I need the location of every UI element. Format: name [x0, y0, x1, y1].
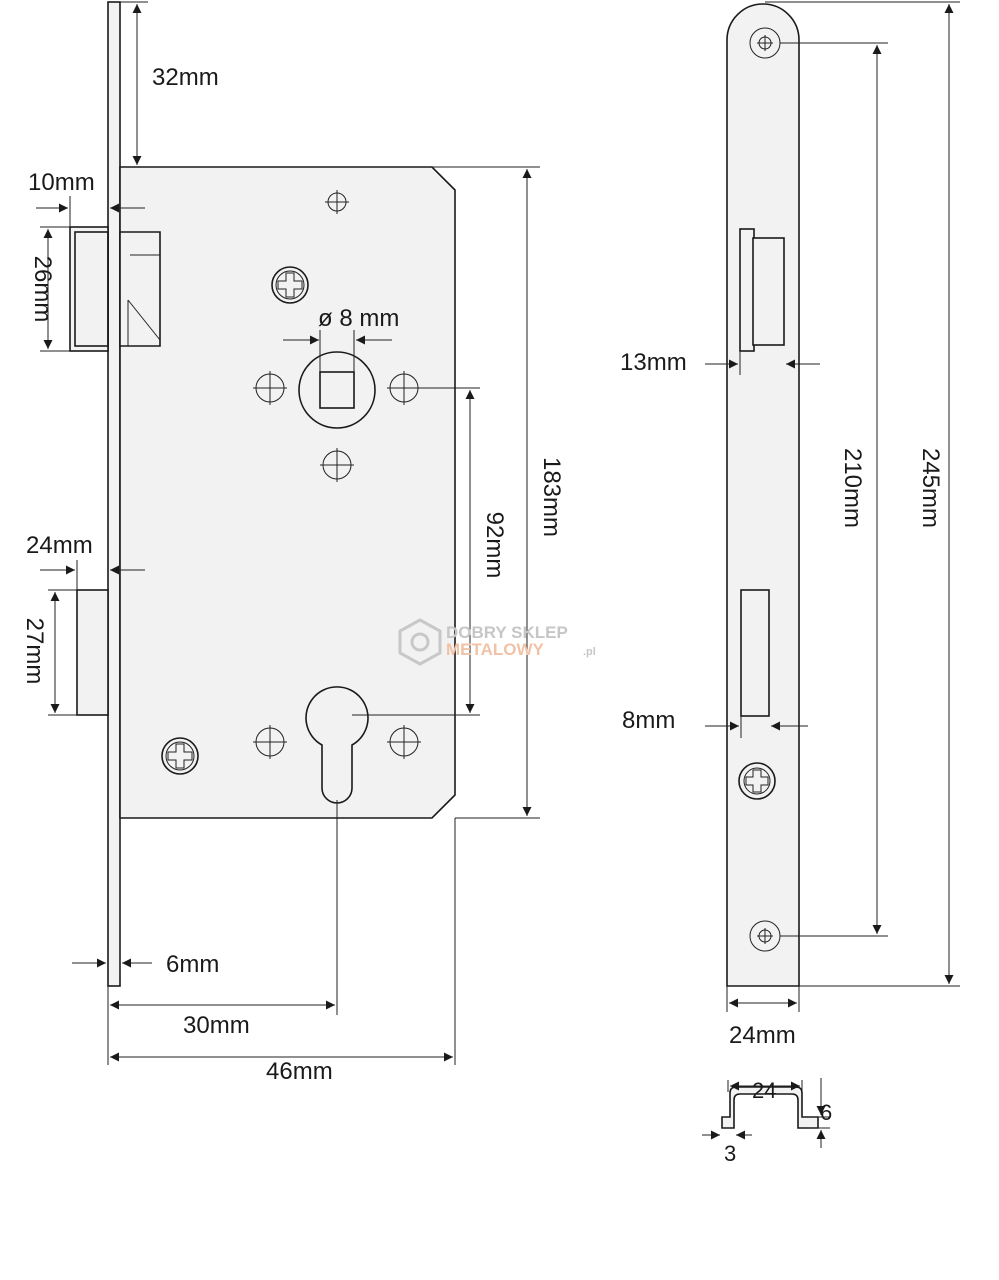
lock-case: [119, 166, 456, 819]
bolt-opening: [740, 589, 770, 717]
dimension-lines-left: [36, 1, 540, 1065]
label-profile-24: 24: [752, 1078, 776, 1103]
lock-body-view: [69, 1, 456, 987]
label-26mm: 26mm: [29, 256, 56, 323]
watermark-suffix: .pl: [583, 646, 596, 658]
spindle-hub: [298, 351, 376, 429]
dimension-labels-right: 13mm 8mm 210mm 245mm 24mm: [620, 349, 944, 1049]
label-spindle: ø 8 mm: [318, 305, 399, 332]
label-46mm: 46mm: [266, 1058, 333, 1085]
faceplate-profile: 24 6 3: [702, 1078, 832, 1166]
label-10mm: 10mm: [28, 169, 95, 196]
mounting-holes: [253, 190, 421, 759]
phillips-screw-icon: [271, 266, 309, 304]
dimension-labels-left: 32mm 10mm 26mm ø 8 mm 92mm 183mm 24mm 27…: [21, 64, 565, 1085]
dimension-lines-right: [705, 1, 960, 1012]
label-245mm: 245mm: [917, 448, 944, 528]
watermark-line1: DOBRY SKLEP: [446, 623, 568, 642]
faceplate-front-view: [726, 3, 800, 987]
label-8mm: 8mm: [622, 707, 675, 734]
label-27mm: 27mm: [21, 618, 48, 685]
label-30mm: 30mm: [183, 1012, 250, 1039]
label-profile-3: 3: [724, 1141, 736, 1166]
label-210mm: 210mm: [839, 448, 866, 528]
phillips-screw-icon: [738, 762, 776, 800]
label-24mm-faceplate: 24mm: [729, 1022, 796, 1049]
latch: [69, 226, 161, 352]
label-13mm: 13mm: [620, 349, 687, 376]
label-32mm: 32mm: [152, 64, 219, 91]
label-92mm: 92mm: [481, 512, 508, 579]
phillips-screw-icon: [161, 737, 199, 775]
faceplate-side: [107, 1, 121, 987]
label-profile-6: 6: [820, 1100, 832, 1125]
faceplate-front: [726, 3, 800, 987]
deadbolt: [76, 589, 109, 716]
watermark-line2: METALOWY: [446, 640, 545, 659]
label-183mm: 183mm: [538, 457, 565, 537]
label-24mm-bolt: 24mm: [26, 532, 93, 559]
label-6mm: 6mm: [166, 951, 219, 978]
latch-opening: [739, 228, 755, 352]
watermark-logo: DOBRY SKLEP METALOWY .pl: [398, 618, 596, 666]
